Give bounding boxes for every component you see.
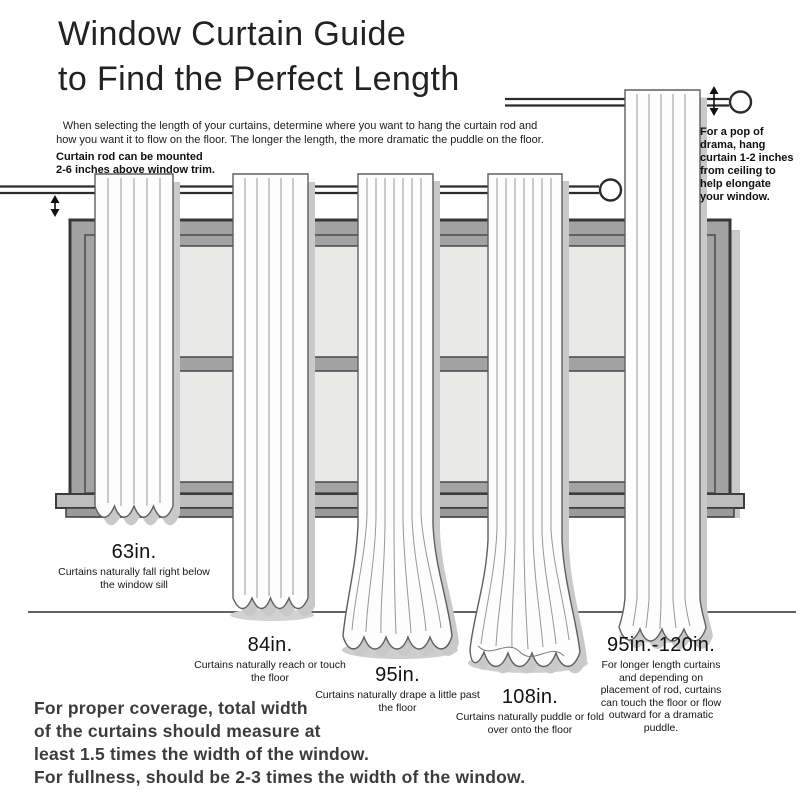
curtain-108-description: Curtains naturally puddle or fold over o… [455, 711, 605, 736]
curtain-95-120-length: 95in.-120in. [606, 634, 716, 656]
ceiling-drama-line3: curtain 1-2 inches [700, 152, 794, 164]
coverage-line1: For proper coverage, total width [34, 698, 308, 718]
page-title-line1: Window Curtain Guide [58, 15, 407, 53]
rod-finial-icon [598, 178, 623, 202]
coverage-note: For proper coverage, total width of the … [34, 697, 525, 789]
intro-text: When selecting the length of your curtai… [50, 120, 550, 147]
curtain-84-length: 84in. [247, 634, 293, 656]
coverage-line2: of the curtains should measure at [34, 721, 321, 741]
rod-finial-icon [728, 90, 753, 114]
ceiling-drama-line1: For a pop of [700, 126, 764, 138]
curtain-84-description: Curtains naturally reach or touch the fl… [194, 659, 346, 684]
curtain-95-120-description: For longer length curtains and depending… [600, 659, 722, 734]
curtain-63-description: Curtains naturally fall right below the … [58, 566, 210, 591]
coverage-line3: least 1.5 times the width of the window. [34, 744, 370, 764]
ceiling-drama-line5: help elongate [700, 178, 771, 190]
curtain-95-120-panel [618, 89, 713, 649]
intro-line1: When selecting the length of your curtai… [62, 120, 538, 132]
ceiling-drama-line4: from ceiling to [700, 165, 776, 177]
ceiling-drama-note: For a pop of drama, hang curtain 1-2 inc… [700, 126, 794, 204]
page-title: Window Curtain Guide to Find the Perfect… [58, 12, 460, 102]
rod-mount-note: Curtain rod can be mounted 2-6 inches ab… [56, 151, 215, 177]
rod-gap-arrow-icon [50, 195, 60, 217]
page-title-line2: to Find the Perfect Length [58, 60, 460, 98]
curtain-95-120-label: 95in.-120in. For longer length curtains … [595, 634, 727, 734]
rod-mount-note-line1: Curtain rod can be mounted [56, 151, 203, 163]
curtain-63-label: 63in. Curtains naturally fall right belo… [54, 541, 214, 591]
curtain-63-panel [94, 173, 180, 526]
curtain-95-label: 95in. Curtains naturally drape a little … [315, 664, 480, 714]
ceiling-drama-line6: your window. [700, 191, 770, 203]
curtain-95-description: Curtains naturally drape a little past t… [315, 689, 480, 714]
curtain-95-length: 95in. [375, 664, 420, 686]
curtain-63-length: 63in. [111, 541, 157, 563]
ceiling-drama-line2: drama, hang [700, 139, 766, 151]
curtain-108-length: 108in. [501, 686, 559, 708]
coverage-line4: For fullness, should be 2-3 times the wi… [34, 767, 526, 787]
rod-mount-note-line2: 2-6 inches above window trim. [56, 164, 215, 176]
curtain-95-panel [342, 173, 459, 659]
intro-line2: how you want it to flow on the floor. Th… [56, 133, 544, 146]
ceiling-gap-arrow-icon [709, 86, 719, 116]
curtain-84-panel [230, 173, 315, 621]
curtain-108-label: 108in. Curtains naturally puddle or fold… [445, 686, 615, 736]
curtain-108-panel [468, 173, 588, 674]
curtain-84-label: 84in. Curtains naturally reach or touch … [190, 634, 350, 684]
